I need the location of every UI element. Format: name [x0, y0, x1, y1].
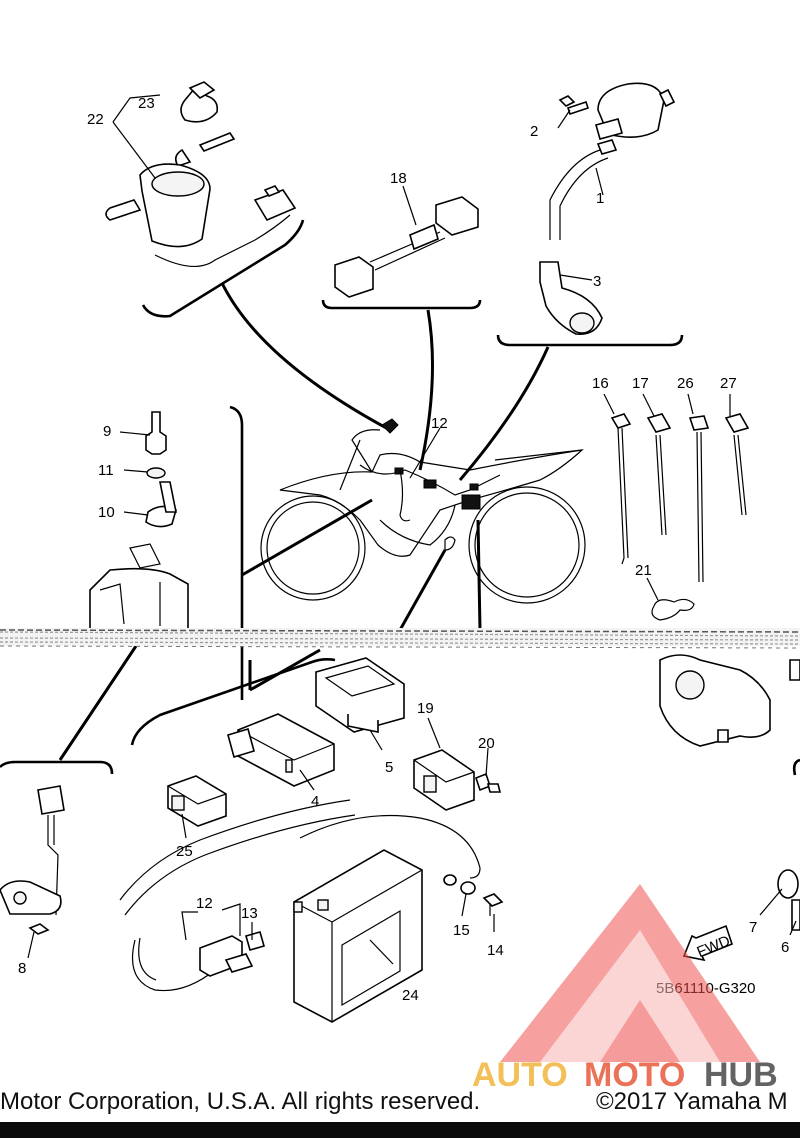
harness-and-battery — [119, 799, 481, 1023]
footer-left-text: Motor Corporation, U.S.A. All rights res… — [0, 1088, 481, 1115]
wordmark-moto: MOTO — [584, 1056, 685, 1094]
label-24: 24 — [402, 987, 419, 1004]
automotohub-logo — [500, 884, 760, 1062]
bracket-8-frame — [0, 760, 114, 775]
oring-and-part-6 — [759, 869, 800, 936]
leader-5 — [398, 549, 447, 631]
label-13: 13 — [241, 905, 258, 922]
bolt-and-washer — [443, 874, 504, 916]
label-18: 18 — [390, 170, 407, 187]
rectifier-25 — [167, 775, 227, 827]
part-labels: 1 2 3 4 5 6 7 8 9 10 11 12 12 13 14 15 1… — [18, 95, 789, 1004]
leader-4 — [248, 648, 321, 692]
label-23: 23 — [138, 95, 155, 112]
bracket-22-frame — [141, 219, 305, 318]
label-14: 14 — [487, 942, 504, 959]
bracket-9-frame — [229, 405, 244, 700]
label-19: 19 — [417, 700, 434, 717]
label-3: 3 — [593, 273, 601, 290]
bracket-1-frame — [496, 334, 684, 347]
leader-18 — [418, 309, 434, 471]
label-26: 26 — [677, 375, 694, 392]
relay-19 — [413, 749, 502, 811]
leader-1 — [458, 346, 550, 481]
label-1: 1 — [596, 190, 604, 207]
cdi-unit-assembly — [227, 657, 405, 787]
leader-8 — [58, 639, 142, 761]
leader-22 — [220, 282, 391, 432]
label-17: 17 — [632, 375, 649, 392]
cable-ties — [610, 413, 750, 621]
label-9: 9 — [103, 423, 111, 440]
wordmark-hub: HUB — [704, 1056, 778, 1094]
spark-plug-assembly — [89, 411, 189, 635]
wordmark-auto: AUTO — [472, 1056, 568, 1094]
label-10: 10 — [98, 504, 115, 521]
bracket-4-frame — [130, 658, 336, 746]
label-5: 5 — [385, 759, 393, 776]
label-12-top: 12 — [431, 415, 448, 432]
footer-right-text: ©2017 Yamaha M — [596, 1088, 788, 1115]
label-leaders — [27, 94, 731, 965]
motorcycle-outline — [260, 418, 586, 604]
label-27: 27 — [720, 375, 737, 392]
label-25: 25 — [176, 843, 193, 860]
label-2: 2 — [530, 123, 538, 140]
label-22: 22 — [87, 111, 104, 128]
fwd-arrow-icon: FWD — [682, 924, 733, 962]
label-11: 11 — [98, 462, 114, 479]
label-6: 6 — [781, 939, 789, 956]
bottom-bar — [0, 1122, 800, 1138]
label-12-bottom: 12 — [196, 895, 213, 912]
ignition-coil-assembly — [539, 82, 676, 335]
main-switch-assembly — [105, 81, 297, 268]
carburetor-fragment — [659, 654, 800, 747]
copyright-footer: Motor Corporation, U.S.A. All rights res… — [0, 1088, 800, 1118]
lead-18 — [334, 196, 479, 298]
label-16: 16 — [592, 375, 609, 392]
label-7: 7 — [749, 919, 757, 936]
automotohub-wordmark: AUTO MOTO HUB — [472, 1056, 778, 1094]
label-4: 4 — [311, 793, 319, 810]
label-15: 15 — [453, 922, 470, 939]
label-21: 21 — [635, 562, 652, 579]
bracket-18-frame — [321, 299, 482, 310]
sensor-8 — [0, 785, 65, 935]
label-20: 20 — [478, 735, 495, 752]
leader-24 — [476, 519, 482, 631]
label-8: 8 — [18, 960, 26, 977]
bracket-6-frame — [792, 758, 800, 776]
torn-page-band — [0, 628, 800, 649]
